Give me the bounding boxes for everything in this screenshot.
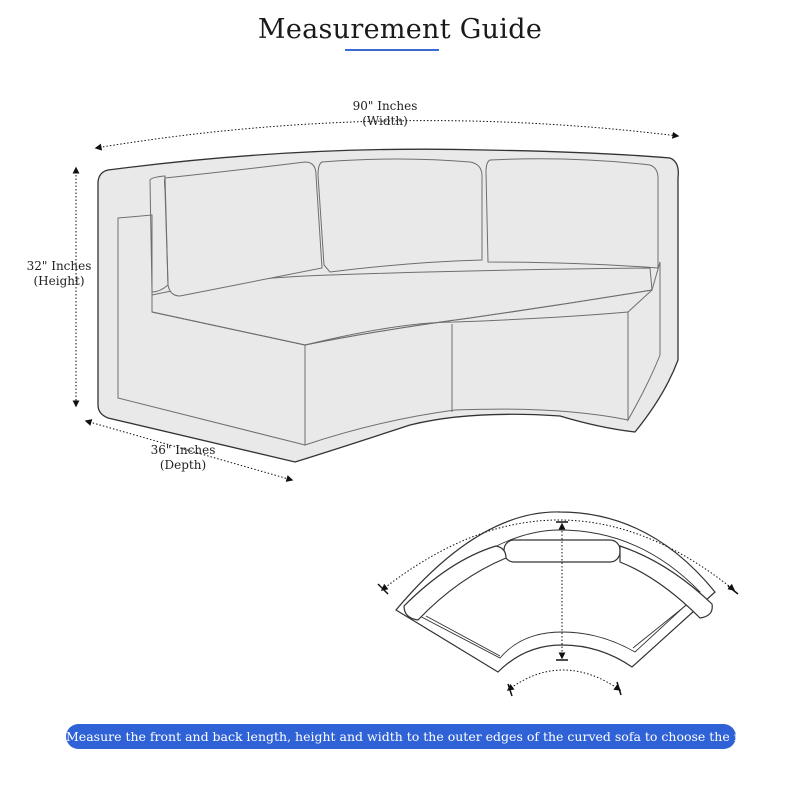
height-value: 32" Inches bbox=[26, 259, 92, 273]
top-view-back-tick-right bbox=[727, 585, 739, 595]
page-title: Measurement Guide bbox=[257, 14, 543, 45]
seat-cushion-front bbox=[151, 289, 653, 346]
width-value: 90" Inches bbox=[352, 99, 418, 113]
top-view-inner bbox=[411, 529, 701, 659]
instruction-banner: Measure the front and back length, heigh… bbox=[66, 724, 736, 749]
top-view-back-tick-left bbox=[377, 583, 389, 595]
title-underline bbox=[345, 49, 439, 51]
right-side bbox=[627, 261, 661, 422]
top-view-front-tick-right bbox=[616, 681, 622, 696]
sofa-top-view bbox=[395, 511, 716, 673]
height-label: 32" Inches (Height) bbox=[14, 259, 104, 289]
top-view-cushion-middle bbox=[503, 539, 621, 563]
depth-label: 36" Inches (Depth) bbox=[136, 443, 230, 473]
back-cushion-right bbox=[485, 158, 659, 269]
back-cushion-left-edge bbox=[149, 175, 169, 293]
top-view-front-arrow bbox=[506, 669, 622, 691]
width-label: 90" Inches (Width) bbox=[335, 99, 435, 129]
top-view-back-arrow bbox=[380, 519, 736, 591]
top-view-front-tick-left bbox=[507, 683, 513, 697]
depth-value: 36" Inches bbox=[150, 443, 216, 457]
top-view-cushion-right bbox=[619, 545, 713, 619]
sofa-cover-perspective bbox=[97, 148, 679, 463]
depth-arrow bbox=[84, 419, 294, 482]
depth-caption: (Depth) bbox=[159, 458, 207, 472]
height-caption: (Height) bbox=[33, 274, 85, 288]
back-cushion-middle bbox=[317, 158, 483, 273]
width-caption: (Width) bbox=[362, 114, 408, 128]
width-arrow bbox=[94, 120, 680, 151]
top-view-cushion-left bbox=[403, 545, 507, 621]
